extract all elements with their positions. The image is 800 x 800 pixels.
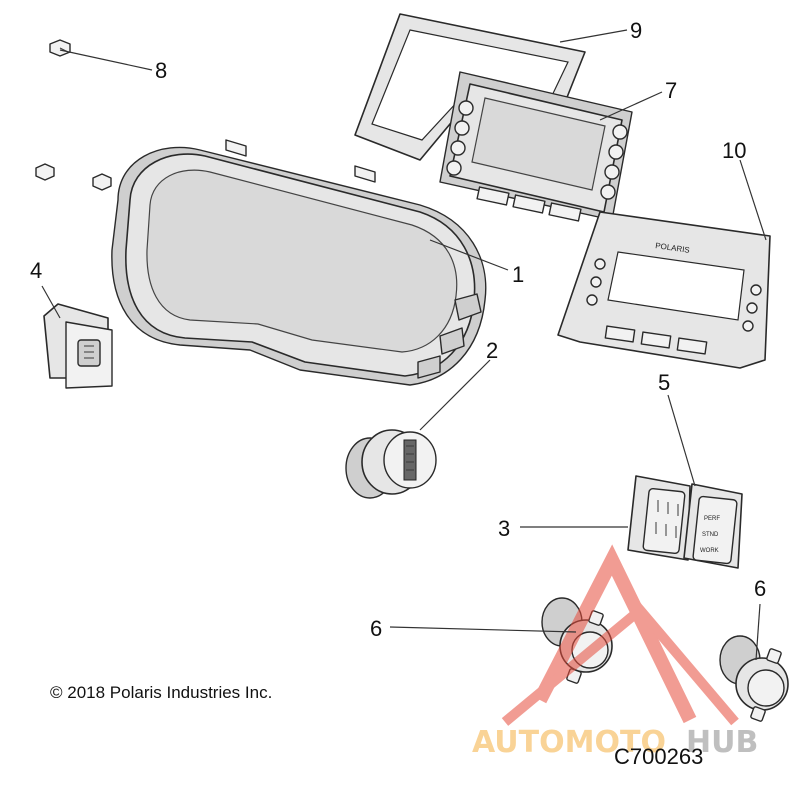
leader-6b [755,603,761,661]
rocker-switch-part-5: PERF STND WORK [683,483,743,569]
switch-label-stnd: STND [702,532,719,538]
switch-label-work: WORK [700,548,719,554]
instrument-cluster-part-1 [111,139,487,386]
leader-5 [667,394,696,487]
leader-lines [41,29,767,661]
screw-left-upper [35,163,55,181]
callout-6-left: 6 [370,616,382,641]
callout-9: 9 [630,18,642,43]
drawing-code: C700263 [614,744,703,769]
callout-5: 5 [658,370,670,395]
watermark-text-1: AUTOMOTO [472,725,666,760]
callout-6-right: 6 [754,576,766,601]
leader-10 [739,159,767,241]
callout-8: 8 [155,58,167,83]
socket-part-6-right [719,635,789,722]
callout-7: 7 [665,78,677,103]
switch-label-perf: PERF [704,516,720,522]
callout-2: 2 [486,338,498,363]
callout-10: 10 [722,138,746,163]
leader-4 [41,285,61,319]
key-switch-part-2 [345,429,437,499]
watermark-logo: AUTOMOTO HUB [472,544,758,760]
callout-1: 1 [512,262,524,287]
leader-8 [59,49,153,71]
display-module-part-7 [439,71,633,222]
leader-9 [559,29,628,43]
leader-2 [419,359,491,431]
rocker-switch-part-3 [627,475,691,561]
switch-part-4 [43,303,113,389]
callout-3: 3 [498,516,510,541]
leader-1 [429,239,509,271]
watermark-text-2: HUB [686,725,758,760]
callout-4: 4 [30,258,42,283]
bezel-part-10: POLARIS [557,211,771,369]
copyright-text: © 2018 Polaris Industries Inc. [50,683,272,702]
leader-7 [599,91,663,121]
callouts: 1 2 3 4 5 6 6 7 8 9 10 [30,18,766,641]
screw-left-lower [92,173,112,191]
screw-part-8 [49,39,71,57]
leader-6a [389,626,577,633]
